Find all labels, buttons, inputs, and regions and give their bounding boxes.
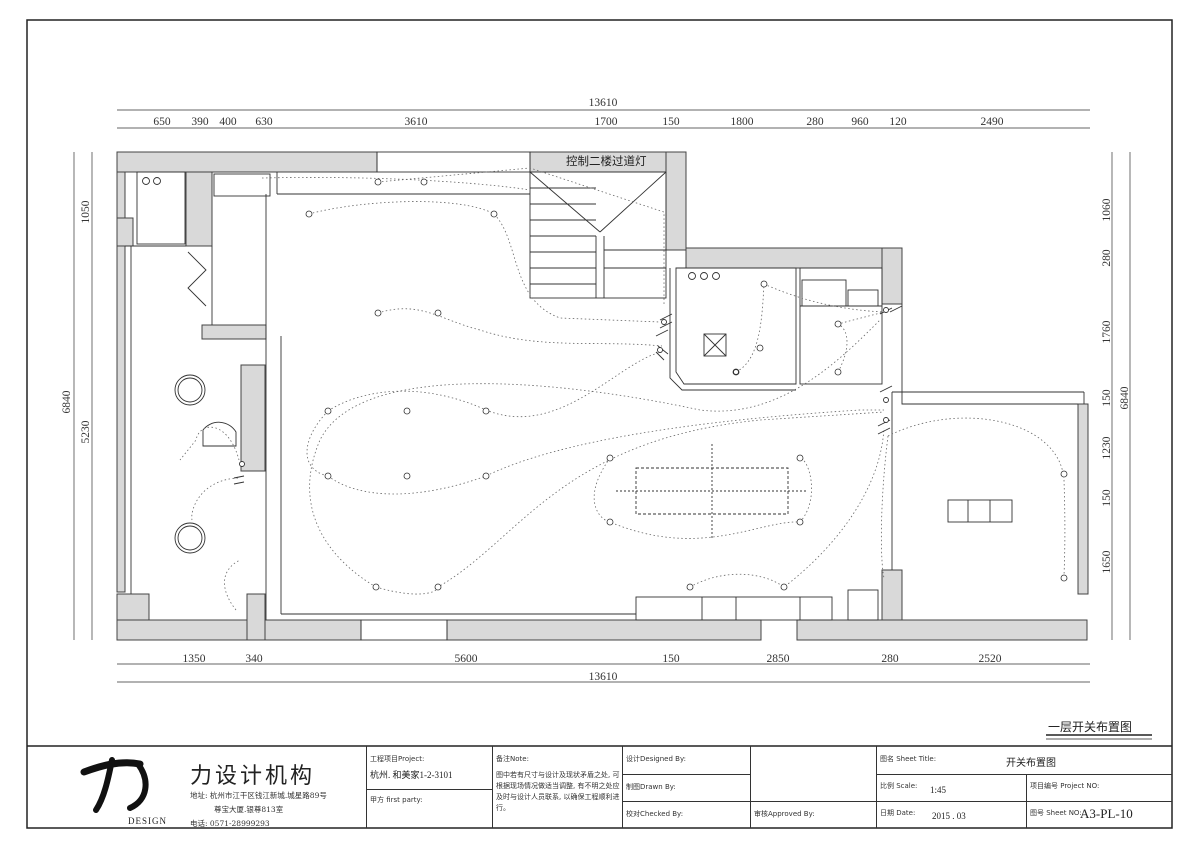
ceiling-light-icon [756,344,764,352]
ceiling-light-icon [834,368,842,376]
ceiling-light-icon [482,472,490,480]
approved-by-label: 审核Approved By: [754,810,815,818]
dim-bottom-segment: 280 [881,653,899,665]
dim-top-segment: 2490 [981,116,1004,128]
sheet-caption-underline [1046,734,1152,740]
ceiling-light-icon [434,309,442,317]
ceiling-light-icon [606,454,614,462]
interior-walls [125,151,1085,641]
firm-phone: 电话: 0571-28999293 [190,819,270,828]
dim-left-segment: 1050 [80,200,92,223]
dim-bottom-segment: 1350 [183,653,206,665]
designed-by-label: 设计Designed By: [626,755,686,763]
ceiling-light-icon [372,583,380,591]
ceiling-light-icon [403,472,411,480]
dim-top-total: 13610 [589,97,618,109]
dim-left-total: 6840 [61,390,73,413]
dim-bottom-segment: 2850 [767,653,790,665]
dim-bottom-segment: 340 [245,653,263,665]
party-label: 甲方 first party: [370,796,423,804]
date-value: 2015 . 03 [932,811,966,821]
dim-right-segment: 1650 [1101,550,1113,573]
wiring-lines [179,167,1066,611]
project-no-label: 项目编号 Project NO: [1030,782,1100,790]
ceiling-light-icon [374,178,382,186]
firm-name: 力设计机构 [190,764,316,789]
dim-right-segment: 1760 [1101,320,1113,343]
ceiling-light-icon [490,210,498,218]
dim-top-segment: 1700 [595,116,618,128]
sheet-title-value: 开关布置图 [1006,758,1056,769]
dim-bottom-segment: 5600 [455,653,478,665]
ceiling-light-icon [403,407,411,415]
dim-right-segment: 150 [1101,489,1113,507]
date-label: 日期 Date: [880,809,916,817]
ceiling-light-icon [1060,470,1068,478]
switches [233,305,903,485]
dim-bottom-segment: 150 [662,653,680,665]
dim-top-segment: 150 [662,116,680,128]
dim-top-segment: 390 [191,116,209,128]
ceiling-light-icon [420,178,428,186]
drawing-frame [26,19,1173,829]
scale-value: 1:45 [930,785,947,795]
project-label: 工程项目Project: [370,755,425,763]
note-text: 图中若有尺寸与设计及现状矛盾之处, 可根据现场情况做适当调整, 有不明之处应及时… [496,771,620,812]
ceiling-light-icon [796,454,804,462]
dim-top-segment: 120 [889,116,907,128]
dim-top-segment: 1800 [731,116,754,128]
project-value: 杭州. 和美家1-2-3101 [370,770,453,780]
dimension-lines [73,109,1131,683]
dim-top-segment: 630 [255,116,273,128]
sheet-no-label: 图号 Sheet NO: [1030,809,1082,817]
ceiling-light-icon [324,472,332,480]
ceiling-light-icon [606,518,614,526]
ceiling-light-icon [1060,574,1068,582]
firm-logo-text: DESIGN [128,816,167,826]
ceiling-light-icon [305,210,313,218]
note-label: 备注Note: [496,755,529,763]
firm-address-line2: 尊宝大厦.银尊813室 [214,805,284,814]
dim-right-total: 6840 [1119,386,1131,409]
dim-bottom-segment: 2520 [979,653,1002,665]
checked-by-label: 校对Checked By: [626,810,684,818]
dim-top-segment: 400 [219,116,237,128]
drawn-by-label: 制图Drawn By: [626,783,676,791]
firm-logo-mark [80,757,149,813]
ceiling-light-icon [796,518,804,526]
firm-address-line1: 地址: 杭州市江干区钱江新城.城星路89号 [190,791,327,800]
dim-top-segment: 280 [806,116,824,128]
dim-right-segment: 280 [1101,249,1113,267]
ceiling-light-icon [780,583,788,591]
ceiling-light-icon [434,583,442,591]
dim-right-segment: 1230 [1101,436,1113,459]
sheet-title-label: 图名 Sheet Title: [880,755,937,763]
scale-label: 比例 Scale: [880,782,918,790]
ceiling-light-icon [482,407,490,415]
dim-right-segment: 1060 [1101,198,1113,221]
sheet-no-value: A3-PL-10 [1080,806,1133,821]
ceiling-light-icon [760,280,768,288]
ceiling-light-icon [834,320,842,328]
dim-bottom-total: 13610 [589,671,618,683]
stair-light-callout: 控制二楼过道灯 [566,154,647,168]
sheet-caption: 一层开关布置图 [1048,720,1133,734]
dim-left-segment: 5230 [80,420,92,443]
ceiling-light-icon [686,583,694,591]
dim-top-segment: 3610 [405,116,428,128]
dim-top-segment: 960 [851,116,869,128]
dim-right-segment: 150 [1101,389,1113,407]
ceiling-light-icon [324,407,332,415]
ceiling-light-icon [374,309,382,317]
walls [116,151,1089,641]
dim-top-segment: 650 [153,116,171,128]
